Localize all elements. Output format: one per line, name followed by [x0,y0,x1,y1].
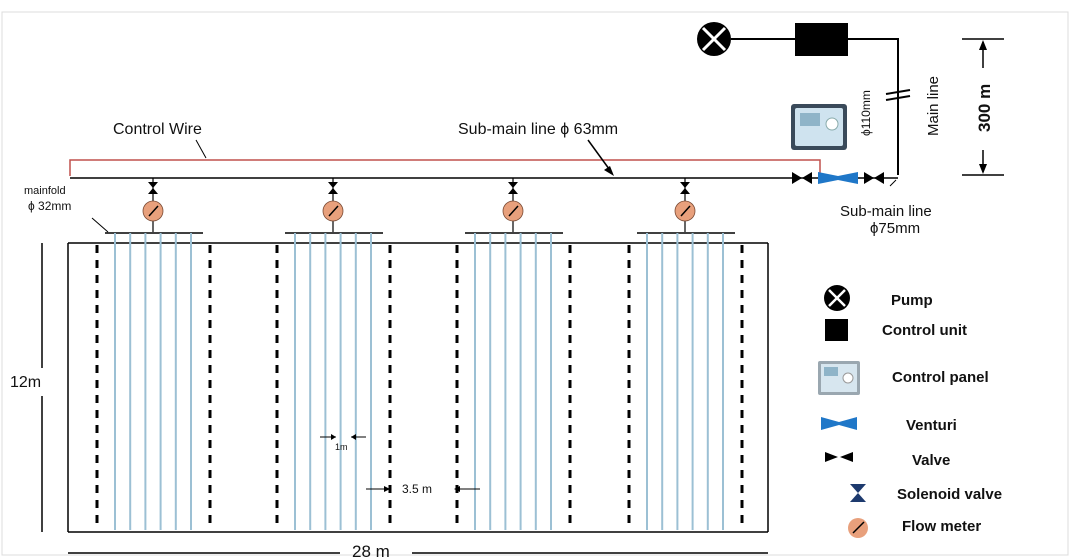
solenoid-valve-icon [328,182,338,188]
flow-meter-needle [680,205,691,217]
legend-label: Control unit [882,322,967,339]
legend-label: Solenoid valve [897,486,1002,503]
mainfold-label: mainfold [24,185,66,197]
flow-meter-needle [508,205,519,217]
pump-icon [697,22,731,56]
pipe-break-mark [885,89,911,95]
solenoid-valve-icon [850,484,866,502]
control-panel-icon [791,104,847,150]
frame-border [1,11,1069,556]
flow-meter-needle [328,205,339,217]
solenoid-valve-icon [508,182,518,188]
arrow-icon [604,166,614,176]
legend: Pump Control unit Control panel Venturi … [818,285,1002,538]
solenoid-valve-icon [680,188,690,194]
solenoid-valve-icon [148,188,158,194]
sub-main-75-dia: ϕ75mm [870,220,920,237]
lateral-spacing-label: 1m [335,442,348,452]
solenoid-valve-icon [328,188,338,194]
main-line-label: Main line [925,76,942,136]
legend-label: Valve [912,452,950,469]
distance-300-label: 300 m [975,84,994,132]
arrow-icon [454,486,460,492]
arrow-up-icon [979,40,987,50]
field-height-label: 12m [10,374,41,391]
solenoid-valve-icon [148,182,158,188]
control-wire-leader [195,139,207,159]
pump-icon [824,285,850,311]
arrow-icon [351,434,356,440]
control-panel-icon [818,361,860,395]
solenoid-valve-icon [680,182,690,188]
field-width-label: 28 m [352,542,390,559]
arrow-icon [331,434,336,440]
irrigation-plots [95,178,744,530]
venturi-icon [818,172,858,184]
arrow-down-icon [979,164,987,174]
main-line-pipe [848,38,899,175]
flow-meter-needle [148,205,159,217]
legend-label: Control panel [892,369,989,386]
control-wire [69,159,821,176]
venturi-icon [821,417,857,430]
arrow-icon [384,486,390,492]
valve-icon [825,452,853,462]
valve-icon [864,172,884,184]
legend-label: Flow meter [902,518,981,535]
mainfold-dia-label: ϕ 32mm [28,199,71,213]
sub-main-63-label: Sub-main line ϕ 63mm [458,121,618,138]
sub-main-75-leader [889,179,897,187]
pipe-110-label: ϕ110mm [859,90,873,136]
mainfold-leader [91,217,109,233]
solenoid-valve-icon [508,188,518,194]
legend-label: Venturi [906,417,957,434]
flow-meter-icon [848,518,868,538]
sub-main-75-label: Sub-main line [840,203,932,220]
pipe-break-mark [885,95,911,101]
legend-label: Pump [891,292,933,309]
plot-spacing-label: 3.5 m [402,482,432,496]
control-unit-icon [795,23,848,56]
control-wire-label: Control Wire [113,121,202,138]
control-unit-icon [825,319,848,341]
valve-icon [792,172,812,184]
